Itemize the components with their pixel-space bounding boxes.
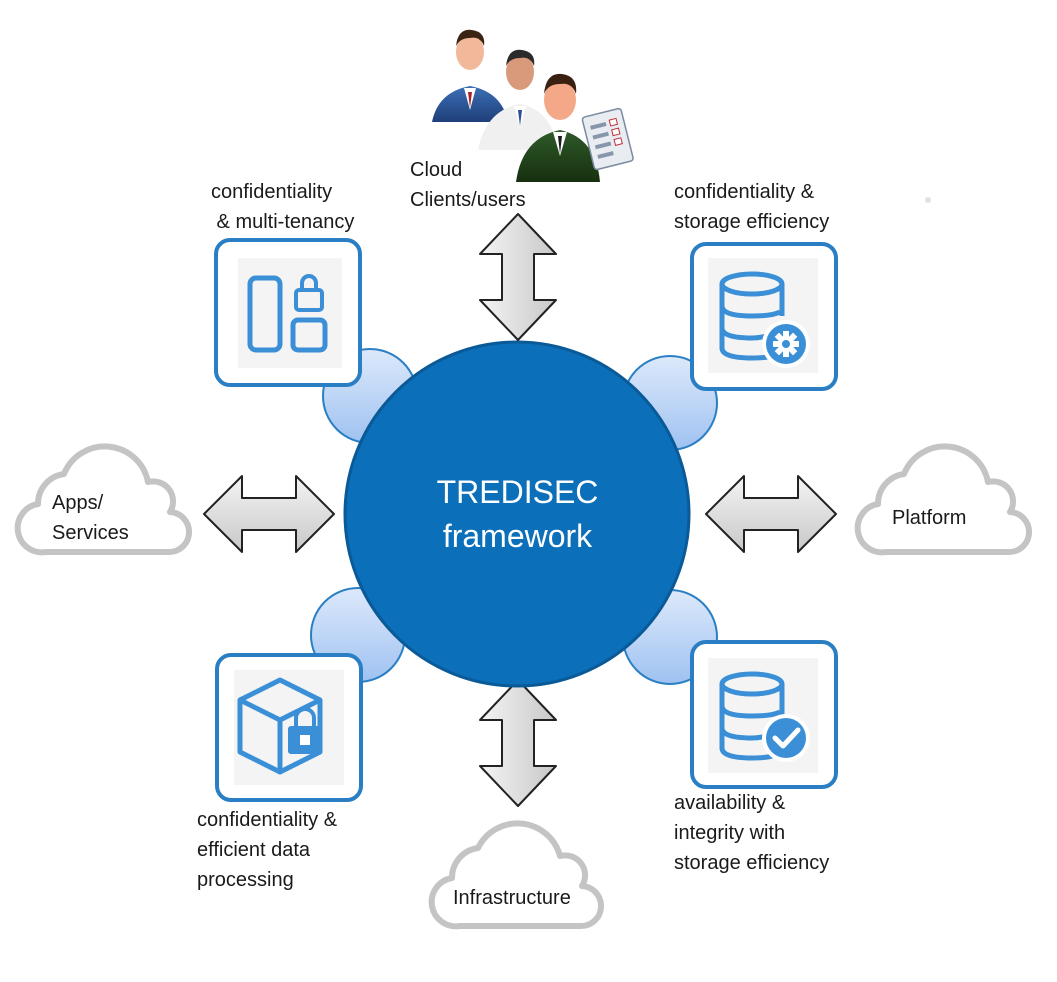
feature-box-bottom-left (215, 653, 363, 802)
center-label: TREDISEC framework (345, 470, 690, 558)
cloud-infrastructure (428, 820, 605, 930)
tredisec-framework-circle (343, 340, 691, 688)
cloud-users-label: Cloud Clients/users (410, 155, 526, 215)
feature-label-bottom-right-line1: availability & (674, 792, 786, 814)
feature-label-top-left-line1: confidentiality (211, 181, 333, 203)
multi-tenancy-lock-icon (247, 274, 328, 353)
feature-label-bottom-right: availability & integrity with storage ef… (674, 788, 829, 878)
database-check-icon (719, 671, 810, 762)
arrow-left (203, 475, 335, 553)
feature-label-bottom-left-line3: processing (197, 869, 294, 891)
feature-box-top-left (214, 238, 362, 387)
feature-label-bottom-left-line2: efficient data (197, 839, 311, 861)
feature-box-top-right (690, 242, 838, 391)
feature-label-bottom-right-line3: storage efficiency (674, 852, 830, 874)
cloud-bottom-label-line1: Infrastructure (453, 887, 571, 909)
feature-label-bottom-left-line1: confidentiality & (197, 809, 338, 831)
cloud-left-label-line1: Apps/ (52, 492, 104, 514)
cloud-users-label-line2: Clients/users (410, 189, 526, 211)
cloud-apps-services (14, 443, 193, 556)
decorative-dot (925, 197, 931, 203)
center-label-line2: framework (442, 518, 593, 554)
feature-label-top-right-line2: storage efficiency (674, 211, 830, 233)
cloud-right-label-line1: Platform (892, 507, 967, 529)
cloud-left-label: Apps/ Services (52, 488, 129, 548)
feature-label-top-left: confidentiality & multi-tenancy (211, 177, 354, 237)
feature-label-bottom-left: confidentiality & efficient data process… (197, 805, 337, 895)
database-gear-icon (719, 271, 810, 368)
feature-label-top-right-line1: confidentiality & (674, 181, 815, 203)
cloud-users-label-line1: Cloud (410, 159, 463, 181)
arrow-bottom (479, 679, 557, 807)
cloud-users-icon (432, 29, 634, 182)
arrow-top (479, 213, 557, 341)
feature-box-bottom-right (690, 640, 838, 789)
feature-label-top-right: confidentiality & storage efficiency (674, 177, 829, 237)
center-label-line1: TREDISEC (436, 474, 599, 510)
cloud-left-label-line2: Services (52, 522, 129, 544)
feature-label-top-left-line2: & multi-tenancy (211, 211, 355, 233)
box-lock-icon (237, 677, 323, 775)
cloud-bottom-label: Infrastructure (453, 883, 571, 913)
feature-label-bottom-right-line2: integrity with (674, 822, 786, 844)
cloud-platform (854, 443, 1033, 556)
cloud-right-label: Platform (892, 503, 966, 533)
arrow-right (705, 475, 837, 553)
